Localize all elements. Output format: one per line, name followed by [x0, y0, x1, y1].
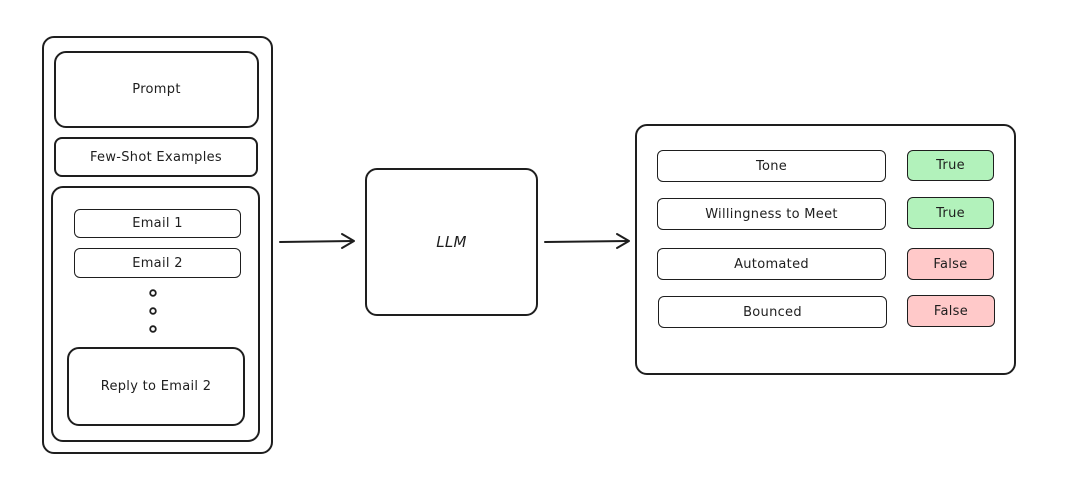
status-badge-label: False	[933, 303, 969, 319]
ellipsis-dots	[149, 289, 157, 333]
output-row-label: Willingness to Meet	[705, 206, 838, 222]
prompt-label: Prompt	[132, 82, 181, 97]
email-1-label: Email 1	[132, 216, 183, 231]
arrow-shaft	[279, 240, 354, 243]
output-row-automated: Automated	[657, 248, 886, 280]
ellipsis-dot	[149, 307, 157, 315]
status-badge-label: True	[936, 205, 965, 221]
ellipsis-dot	[149, 289, 157, 297]
output-row-willingness: Willingness to Meet	[657, 198, 886, 230]
arrow-to-output	[544, 233, 630, 249]
output-row-label: Tone	[755, 158, 788, 174]
prompt-box: Prompt	[54, 51, 259, 128]
status-badge-label: True	[936, 158, 965, 173]
llm-box: LLM	[365, 168, 538, 316]
few-shot-label: Few-Shot Examples	[89, 149, 223, 165]
arrow-shaft	[544, 240, 629, 243]
email-2-box: Email 2	[74, 248, 241, 278]
status-badge-label: False	[933, 256, 968, 272]
output-row-label: Bounced	[743, 304, 802, 320]
llm-label: LLM	[436, 233, 467, 251]
reply-label: Reply to Email 2	[100, 379, 212, 394]
reply-box: Reply to Email 2	[67, 347, 245, 426]
email-2-label: Email 2	[132, 255, 183, 271]
status-badge: False	[907, 295, 995, 327]
status-badge: True	[907, 150, 994, 181]
output-row-bounced: Bounced	[658, 296, 887, 328]
output-row-tone: Tone	[657, 150, 886, 182]
arrow-to-llm	[279, 233, 355, 249]
email-1-box: Email 1	[74, 209, 241, 238]
status-badge: True	[907, 197, 994, 229]
arrow-head	[616, 233, 630, 249]
status-badge: False	[907, 248, 994, 280]
few-shot-box: Few-Shot Examples	[54, 137, 258, 177]
output-row-label: Automated	[734, 256, 809, 272]
arrow-head	[341, 233, 355, 249]
ellipsis-dot	[149, 325, 157, 333]
